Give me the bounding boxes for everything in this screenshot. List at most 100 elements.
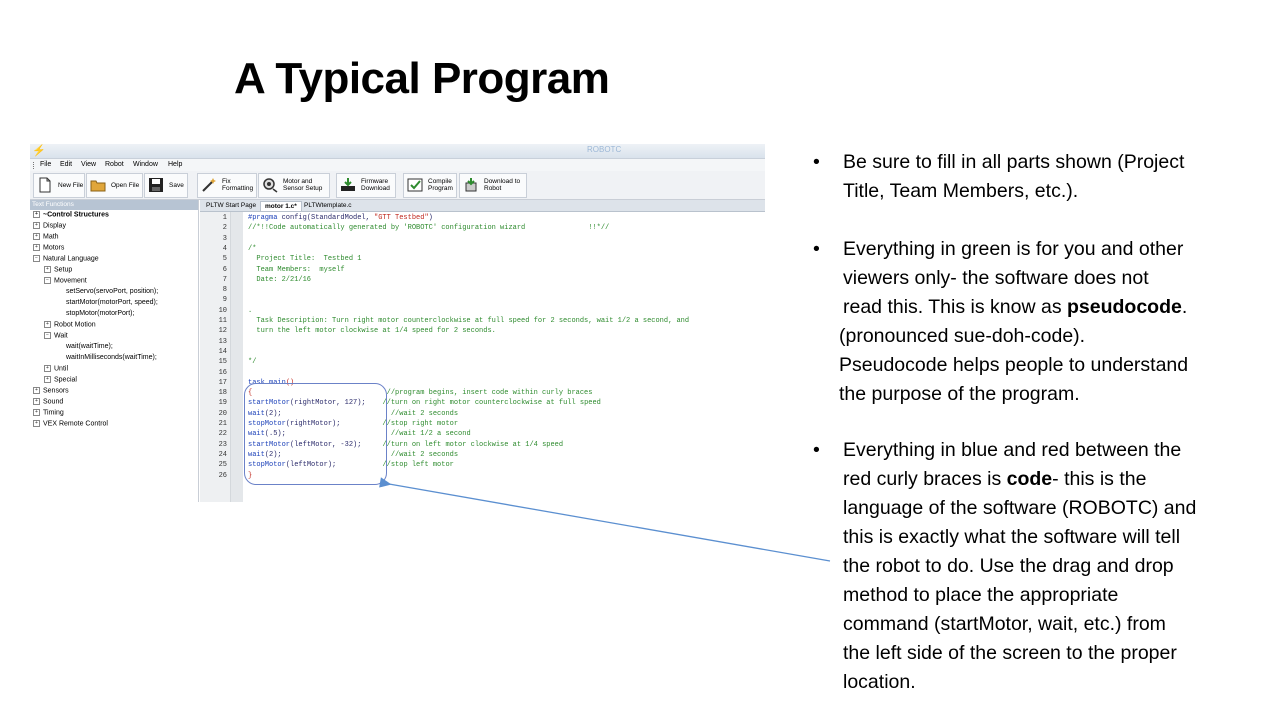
folder-icon: [90, 180, 106, 192]
line-number: 7: [222, 275, 227, 284]
code-text: Project Title: Testbed 1: [248, 255, 362, 264]
code-text: //*!!Code automatically generated by 'RO…: [248, 224, 610, 233]
tree-item[interactable]: −Movement: [44, 277, 87, 284]
code-line[interactable]: 7 Date: 2/21/16: [200, 275, 765, 285]
bullet-text: Be sure to fill in all parts shown (Proj…: [843, 148, 1253, 206]
new-file-icon: [39, 177, 51, 193]
robot-download-icon: [465, 178, 477, 192]
tree-item[interactable]: −Wait: [44, 332, 68, 339]
expand-icon: +: [44, 376, 51, 383]
tree-item[interactable]: +Timing: [33, 409, 64, 416]
expand-icon: +: [33, 409, 40, 416]
code-line[interactable]: 4/*: [200, 244, 765, 254]
firmware-download-button[interactable]: Firmware Download: [336, 173, 396, 198]
fix-formatting-button[interactable]: Fix Formatting: [197, 173, 257, 198]
expand-icon: +: [33, 222, 40, 229]
code-line[interactable]: 12 turn the left motor clockwise at 1/4 …: [200, 326, 765, 336]
tree-item[interactable]: +Sensors: [33, 387, 69, 394]
code-editor[interactable]: PLTW Start Page motor 1.c* PLTWtemplate.…: [200, 200, 765, 502]
slide-title: A Typical Program: [234, 54, 610, 103]
code-text: startMotor(leftMotor, -32); //turn on le…: [248, 440, 564, 449]
code-text: stopMotor(leftMotor); //stop left motor: [248, 461, 454, 470]
motor-sensor-setup-button[interactable]: Motor and Sensor Setup: [258, 173, 330, 198]
tree-item[interactable]: +Motors: [33, 244, 64, 251]
code-line[interactable]: 10.: [200, 306, 765, 316]
tab-pltw-start-page[interactable]: PLTW Start Page: [206, 202, 257, 209]
tree-item[interactable]: startMotor(motorPort, speed);: [66, 299, 158, 306]
download-to-robot-button[interactable]: Download to Robot: [459, 173, 527, 198]
bullet-line: Pseudocode helps people to understand: [839, 354, 1189, 376]
magic-wand-icon: [202, 178, 216, 192]
code-line[interactable]: 3: [200, 234, 765, 244]
tree-item[interactable]: +Special: [44, 376, 77, 383]
toolbar: New File Open File Save Fix Formatting M…: [30, 171, 765, 200]
collapse-icon: −: [44, 277, 51, 284]
gear-icon: [263, 178, 278, 193]
code-text: */: [248, 358, 257, 367]
menu-window[interactable]: Window: [133, 161, 158, 168]
code-text: wait(2); //wait 2 seconds: [248, 450, 459, 459]
bullet-line: (pronounced sue-doh-code).: [839, 325, 1086, 347]
code-line[interactable]: 11 Task Description: Turn right motor co…: [200, 316, 765, 326]
line-number: 4: [222, 244, 227, 253]
tree-item[interactable]: +Display: [33, 222, 66, 229]
bullet-text: Everything in green is for you and other…: [839, 235, 1253, 409]
bullet-line: Everything in blue and red between the: [843, 439, 1182, 461]
code-line[interactable]: 16: [200, 368, 765, 378]
tree-item[interactable]: −Natural Language: [33, 255, 99, 262]
new-file-button[interactable]: New File: [33, 173, 85, 198]
open-file-button[interactable]: Open File: [86, 173, 143, 198]
save-button[interactable]: Save: [144, 173, 188, 198]
menu-view[interactable]: View: [81, 161, 97, 168]
tree-item[interactable]: wait(waitTime);: [66, 343, 113, 350]
robotc-logo-icon: ⚡: [32, 145, 46, 157]
tree-item[interactable]: +Sound: [33, 398, 63, 405]
code-line[interactable]: 6 Team Members: myself: [200, 265, 765, 275]
tab-motor-1[interactable]: motor 1.c*: [260, 201, 302, 211]
tree-item[interactable]: +~Control Structures: [33, 211, 109, 218]
tree-item[interactable]: +Robot Motion: [44, 321, 96, 328]
line-number: 3: [222, 234, 227, 243]
code-line[interactable]: 13: [200, 337, 765, 347]
code-line[interactable]: 15*/: [200, 357, 765, 367]
menu-edit[interactable]: Edit: [60, 161, 73, 168]
line-number: 16: [218, 368, 227, 377]
tree-item[interactable]: +Setup: [44, 266, 72, 273]
code-line[interactable]: 9: [200, 295, 765, 305]
menu-help[interactable]: Help: [168, 161, 183, 168]
line-number: 18: [218, 389, 227, 398]
tree-item[interactable]: +Until: [44, 365, 68, 372]
tree-item[interactable]: +VEX Remote Control: [33, 420, 108, 427]
tree-item[interactable]: stopMotor(motorPort);: [66, 310, 135, 317]
code-line[interactable]: 5 Project Title: Testbed 1: [200, 254, 765, 264]
bullet-line: viewers only- the software does not: [843, 267, 1149, 289]
expand-icon: +: [33, 211, 40, 218]
line-number: 22: [218, 430, 227, 439]
menu-robot[interactable]: Robot: [105, 161, 124, 168]
line-number-gutter: [200, 212, 231, 502]
expand-icon: +: [44, 365, 51, 372]
tree-item[interactable]: +Math: [33, 233, 59, 240]
code-line[interactable]: 1#pragma config(StandardModel, "GTT Test…: [200, 213, 765, 223]
tab-pltw-template[interactable]: PLTWtemplate.c: [304, 202, 352, 209]
menu-file[interactable]: File: [40, 161, 52, 168]
code-line[interactable]: 8: [200, 285, 765, 295]
code-line[interactable]: 2//*!!Code automatically generated by 'R…: [200, 223, 765, 233]
tree-item[interactable]: waitInMilliseconds(waitTime);: [66, 354, 157, 361]
text-functions-panel: Text Functions +~Control Structures +Dis…: [30, 200, 199, 502]
line-number: 8: [222, 286, 227, 295]
panel-header: Text Functions: [30, 200, 198, 210]
compile-program-button[interactable]: Compile Program: [403, 173, 457, 198]
code-line[interactable]: 14: [200, 347, 765, 357]
tree-item[interactable]: setServo(servoPort, position);: [66, 288, 159, 295]
line-number: 1: [222, 214, 227, 222]
code-text: .: [248, 306, 253, 315]
